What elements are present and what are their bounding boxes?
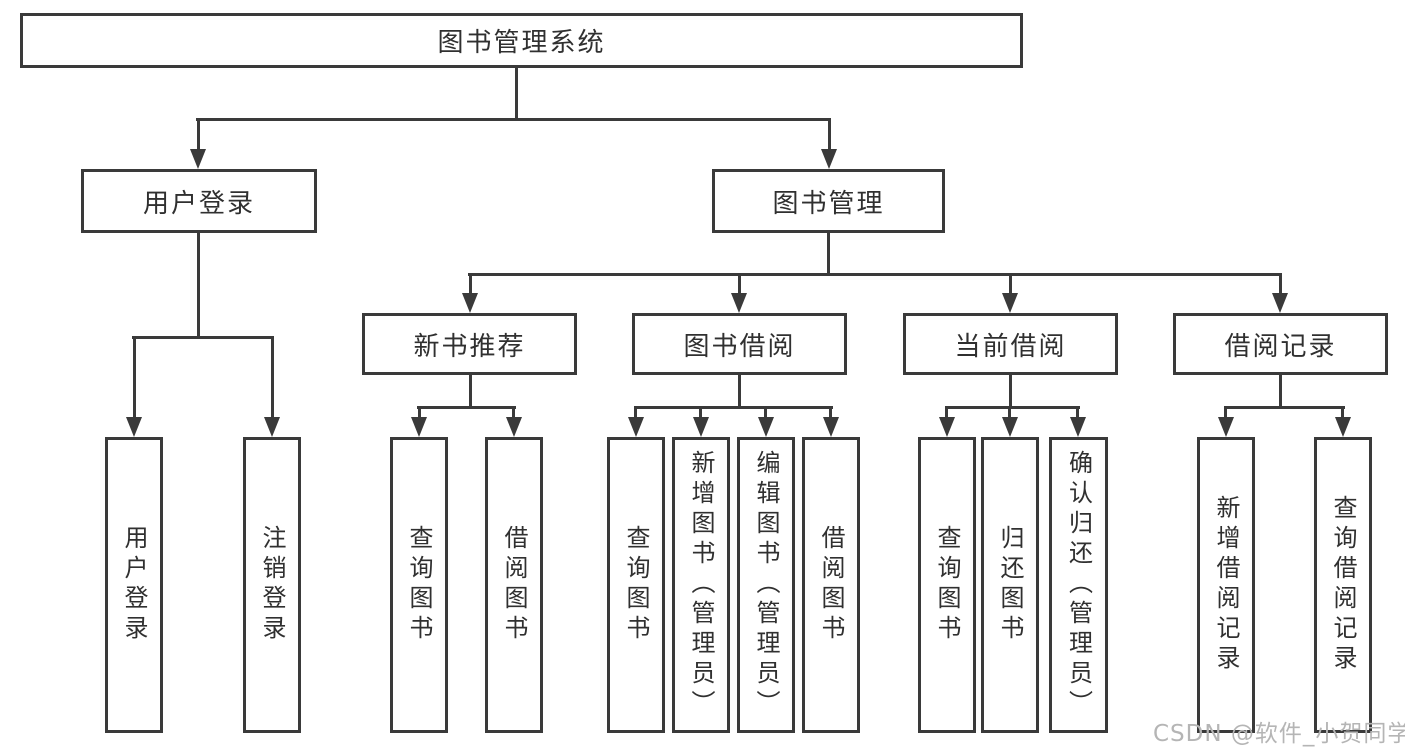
node-book-management: 图书管理 bbox=[712, 169, 945, 233]
connector bbox=[197, 118, 200, 151]
leaf-add-book-admin: 新增图书（管理员） bbox=[672, 437, 730, 733]
leaf-return-book: 归还图书 bbox=[981, 437, 1039, 733]
connector bbox=[634, 406, 833, 409]
leaf-label: 注销登录 bbox=[258, 525, 286, 645]
leaf-edit-book-admin: 编辑图书（管理员） bbox=[737, 437, 795, 733]
connector bbox=[469, 375, 472, 406]
connector bbox=[828, 118, 831, 151]
arrowhead-down-icon bbox=[1218, 417, 1234, 437]
leaf-borrow-books: 借阅图书 bbox=[802, 437, 860, 733]
node-book-borrowing: 图书借阅 bbox=[632, 313, 847, 375]
connector bbox=[468, 273, 1282, 276]
arrowhead-down-icon bbox=[1070, 417, 1086, 437]
leaf-label: 确认归还（管理员） bbox=[1064, 450, 1093, 720]
connector bbox=[1009, 375, 1012, 406]
leaf-borrow-books-recommend: 借阅图书 bbox=[485, 437, 543, 733]
leaf-label: 查询图书 bbox=[622, 525, 650, 645]
leaf-query-borrow-record: 查询借阅记录 bbox=[1314, 437, 1372, 733]
arrowhead-down-icon bbox=[264, 417, 280, 437]
arrowhead-down-icon bbox=[506, 417, 522, 437]
connector bbox=[132, 336, 274, 339]
arrowhead-down-icon bbox=[731, 293, 747, 313]
arrowhead-down-icon bbox=[628, 417, 644, 437]
arrowhead-down-icon bbox=[1002, 417, 1018, 437]
connector bbox=[1224, 406, 1345, 409]
arrowhead-down-icon bbox=[821, 149, 837, 169]
leaf-label: 编辑图书（管理员） bbox=[752, 450, 780, 720]
connector bbox=[1279, 273, 1282, 297]
connector bbox=[469, 273, 472, 297]
leaf-query-books-recommend: 查询图书 bbox=[390, 437, 448, 733]
arrowhead-down-icon bbox=[462, 293, 478, 313]
connector bbox=[1279, 375, 1282, 406]
node-user-login: 用户登录 bbox=[81, 169, 317, 233]
connector bbox=[764, 406, 767, 419]
node-borrowing-records: 借阅记录 bbox=[1173, 313, 1388, 375]
arrowhead-down-icon bbox=[190, 149, 206, 169]
leaf-confirm-return-admin: 确认归还（管理员） bbox=[1049, 437, 1108, 733]
connector bbox=[699, 406, 702, 419]
leaf-label: 查询借阅记录 bbox=[1329, 495, 1357, 675]
connector bbox=[634, 406, 637, 419]
node-current-borrowing: 当前借阅 bbox=[903, 313, 1118, 375]
leaf-label: 归还图书 bbox=[996, 525, 1024, 645]
connector bbox=[515, 68, 518, 118]
csdn-watermark: CSDN @软件_小贺同学 bbox=[1153, 721, 1405, 747]
connector bbox=[196, 118, 831, 121]
arrowhead-down-icon bbox=[1002, 293, 1018, 313]
connector bbox=[1009, 273, 1012, 297]
leaf-user-login: 用户登录 bbox=[105, 437, 163, 733]
connector bbox=[829, 406, 832, 419]
connector bbox=[1008, 406, 1011, 419]
connector bbox=[1224, 406, 1227, 419]
arrowhead-down-icon bbox=[1272, 293, 1288, 313]
leaf-label: 查询图书 bbox=[933, 525, 961, 645]
arrowhead-down-icon bbox=[939, 417, 955, 437]
node-library-management-system: 图书管理系统 bbox=[20, 13, 1023, 68]
leaf-query-books-current: 查询图书 bbox=[918, 437, 976, 733]
connector bbox=[945, 406, 1080, 409]
connector bbox=[1341, 406, 1344, 419]
leaf-logout: 注销登录 bbox=[243, 437, 301, 733]
connector bbox=[738, 375, 741, 406]
connector bbox=[133, 336, 136, 419]
connector bbox=[418, 406, 421, 419]
leaf-label: 借阅图书 bbox=[817, 525, 845, 645]
arrowhead-down-icon bbox=[411, 417, 427, 437]
arrowhead-down-icon bbox=[823, 417, 839, 437]
leaf-label: 借阅图书 bbox=[500, 525, 528, 645]
leaf-query-books-borrow: 查询图书 bbox=[607, 437, 665, 733]
arrowhead-down-icon bbox=[126, 417, 142, 437]
leaf-label: 新增借阅记录 bbox=[1212, 495, 1240, 675]
leaf-label: 查询图书 bbox=[405, 525, 433, 645]
connector bbox=[738, 273, 741, 297]
leaf-add-borrow-record: 新增借阅记录 bbox=[1197, 437, 1255, 733]
connector bbox=[827, 233, 830, 273]
arrowhead-down-icon bbox=[758, 417, 774, 437]
arrowhead-down-icon bbox=[1335, 417, 1351, 437]
node-new-book-recommend: 新书推荐 bbox=[362, 313, 577, 375]
leaf-label: 新增图书（管理员） bbox=[687, 450, 715, 720]
connector bbox=[1076, 406, 1079, 419]
leaf-label: 用户登录 bbox=[120, 525, 148, 645]
arrowhead-down-icon bbox=[693, 417, 709, 437]
connector bbox=[512, 406, 515, 419]
connector bbox=[417, 406, 516, 409]
connector bbox=[197, 233, 200, 336]
connector bbox=[945, 406, 948, 419]
connector bbox=[271, 336, 274, 419]
